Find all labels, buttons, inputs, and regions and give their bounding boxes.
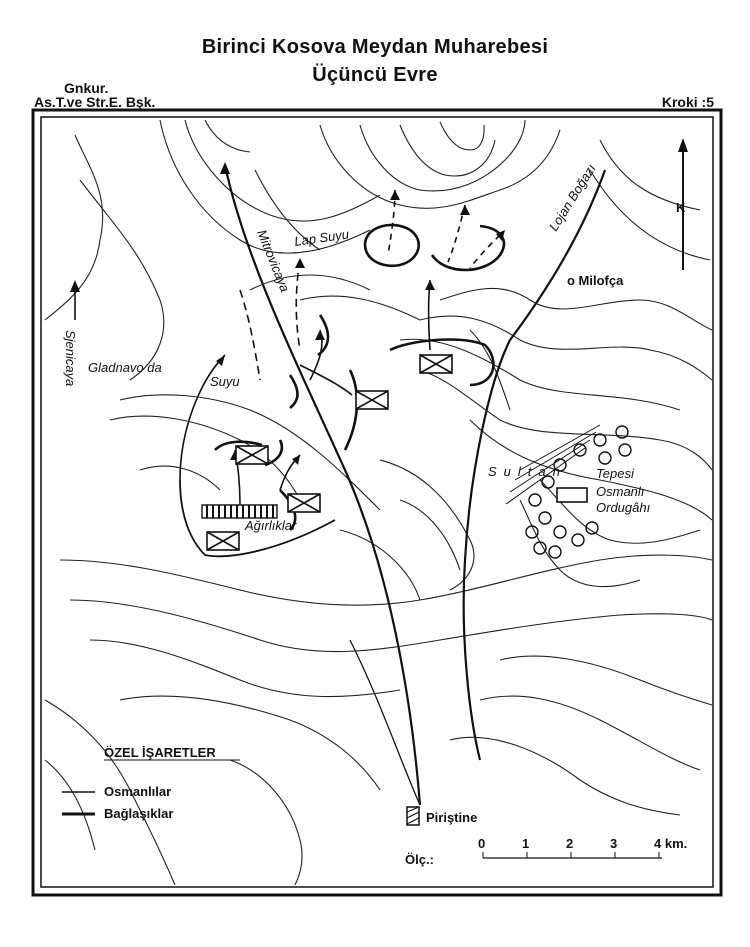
label-milofca: o Milofça xyxy=(567,273,624,288)
label-pirishtine: Piriştine xyxy=(426,810,477,825)
sketch-number: Kroki :5 xyxy=(661,94,714,110)
label-sultan: Sultan xyxy=(488,464,567,479)
org-line-1: Gnkur. xyxy=(64,80,109,96)
legend-item-baglasiklar: Bağlaşıklar xyxy=(104,806,173,821)
camp-hatch xyxy=(505,424,601,505)
scale-label: Ölç.: xyxy=(405,852,434,867)
map-title: Birinci Kosova Meydan Muharebesi xyxy=(201,36,549,58)
movement-arrows xyxy=(74,145,684,506)
scale-tick-4: 4 km. xyxy=(654,836,687,851)
scale-tick-1: 1 xyxy=(522,836,529,851)
roads xyxy=(223,164,607,806)
label-agirliklar: Ağırlıklar xyxy=(244,518,297,533)
legend-title: ÖZEL İŞARETLER xyxy=(104,745,216,760)
scale-tick-2: 2 xyxy=(566,836,573,851)
label-osmanli: Osmanlı xyxy=(596,484,645,499)
label-gladnavoda: Gladnavo da xyxy=(88,360,162,375)
label-mitrovicaya: Mitrovicaya xyxy=(254,228,293,295)
hatched-strip xyxy=(201,504,278,519)
org-line-2: As.T.ve Str.E. Bşk. xyxy=(34,94,156,110)
label-suyu: Suyu xyxy=(210,374,240,389)
north-label: K xyxy=(676,200,686,215)
legend-item-osmanlilar: Osmanlılar xyxy=(104,784,171,799)
scale-tick-3: 3 xyxy=(610,836,617,851)
contour-lines xyxy=(44,119,713,886)
label-tepesi: Tepesi xyxy=(596,466,635,481)
arrowheads xyxy=(70,138,688,465)
scale-tick-0: 0 xyxy=(478,836,485,851)
legend: ÖZEL İŞARETLER Osmanlılar Bağlaşıklar xyxy=(62,745,240,821)
label-lojan-bogazi: Lojan Boğazı xyxy=(546,161,599,234)
map-subtitle: Üçüncü Evre xyxy=(312,64,438,86)
unit-symbols xyxy=(206,354,588,551)
camp-circles xyxy=(525,425,632,559)
label-sjenicaya: Sjenicaya xyxy=(63,330,78,386)
town-pirishtine xyxy=(406,806,420,826)
label-lap-suyu: Lap Suyu xyxy=(293,226,349,248)
outer-frame xyxy=(31,108,723,897)
inner-frame xyxy=(40,116,714,888)
front-lines xyxy=(179,223,506,558)
label-ordugahi: Ordugâhı xyxy=(596,500,651,515)
scale-bar: Ölç.: 0 1 2 3 4 km. xyxy=(405,836,687,867)
